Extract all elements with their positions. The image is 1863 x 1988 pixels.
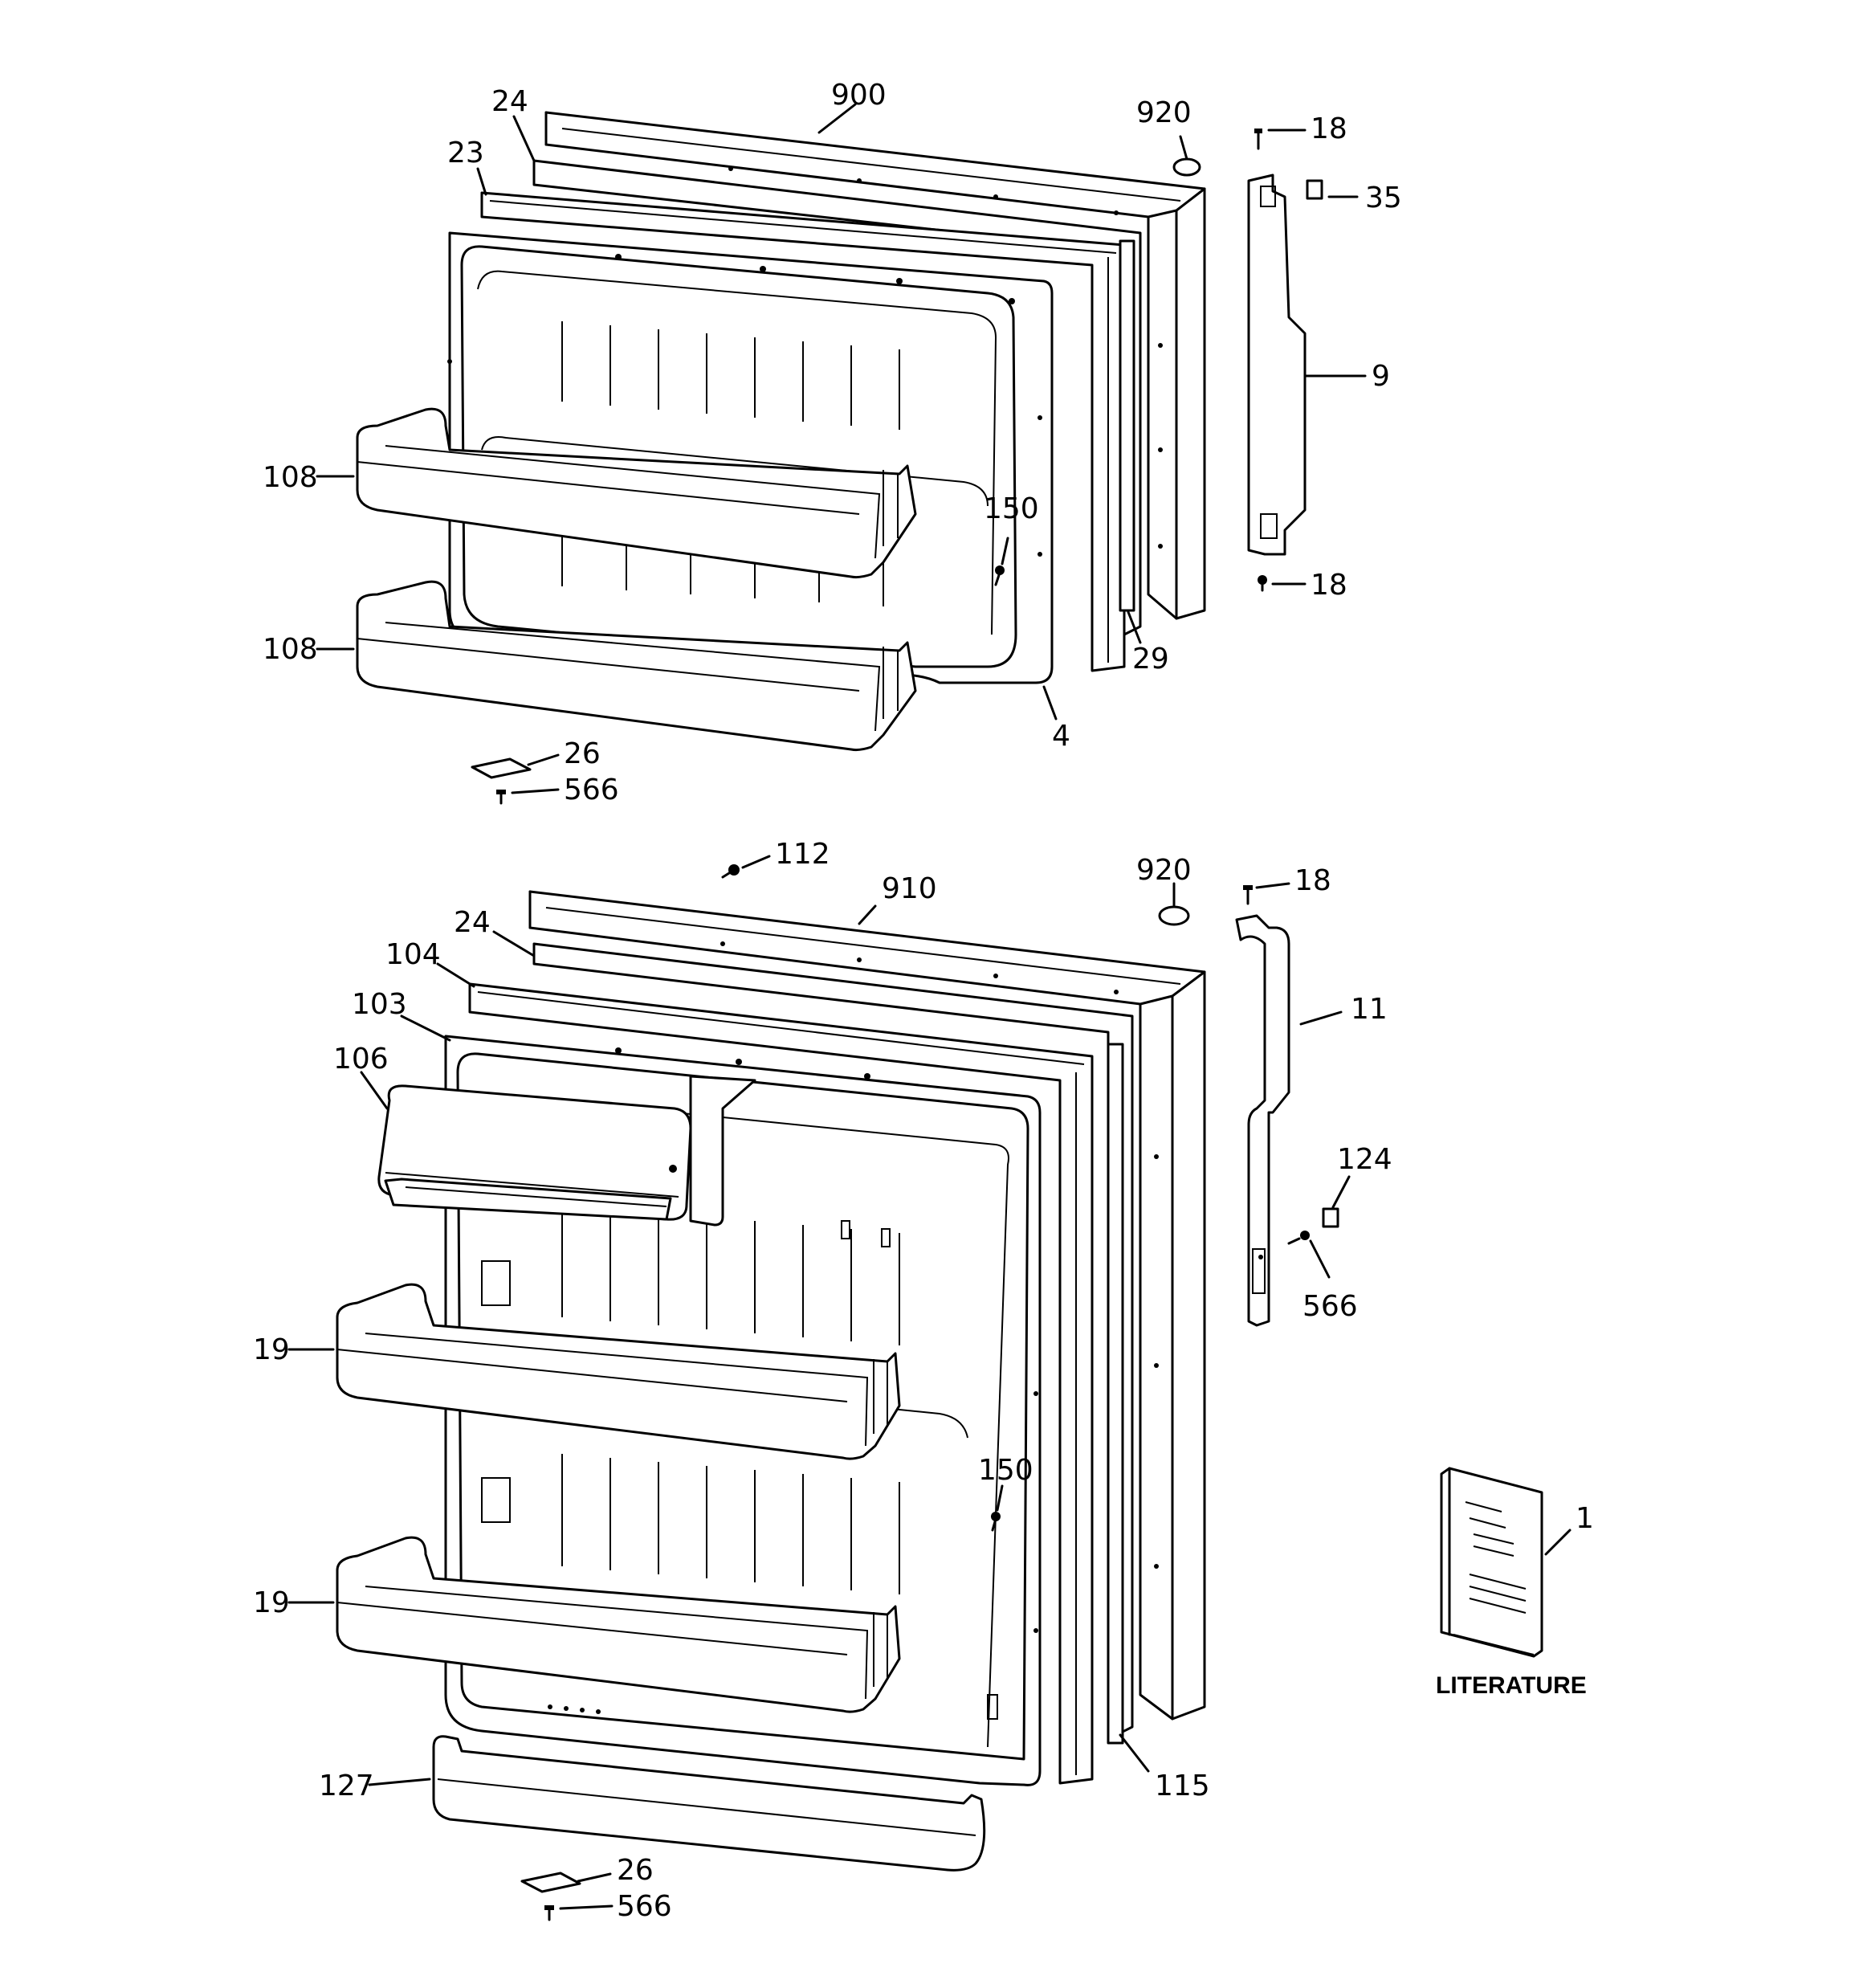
callout-108: 108 (263, 461, 318, 494)
door-shelf-bin-19-upper (336, 1283, 901, 1460)
handle-hinge-9 (1247, 173, 1307, 556)
callout-1: 1 (1576, 1502, 1594, 1535)
bottom-trim-127 (432, 1735, 986, 1872)
screw-566 (1287, 1231, 1310, 1245)
outer-door-panel-900 (544, 111, 1206, 620)
callout-11: 11 (1351, 993, 1388, 1026)
callout-19: 19 (253, 1586, 290, 1619)
callout-108: 108 (263, 633, 318, 666)
hinge-bracket-26 (471, 757, 532, 779)
callout-18: 18 (1311, 569, 1347, 602)
callout-900: 900 (831, 79, 887, 112)
door-liner-frame-104 (468, 982, 1094, 1785)
callout-23: 23 (447, 137, 484, 169)
screw-150 (991, 1512, 1001, 1532)
hinge-bracket-26 (520, 1872, 581, 1893)
callout-920: 920 (1136, 854, 1192, 887)
callout-115: 115 (1155, 1770, 1210, 1802)
fresh-food-door-assembly: 112 910 920 18 24 104 103 11 106 124 566… (253, 838, 1392, 1923)
callout-19: 19 (253, 1333, 290, 1366)
clip-35 (1306, 179, 1323, 200)
literature-booklet: 1 LITERATURE (1436, 1467, 1594, 1699)
callout-26: 26 (617, 1854, 654, 1887)
screw-112 (721, 864, 740, 879)
dairy-door-106 (377, 1084, 692, 1221)
door-shelf-bin-108-upper (356, 407, 917, 579)
callout-127: 127 (319, 1770, 374, 1802)
screw-18-bottom (1258, 575, 1267, 592)
callout-920: 920 (1136, 96, 1192, 129)
callout-9: 9 (1372, 360, 1390, 393)
callout-150: 150 (978, 1454, 1033, 1487)
callout-26: 26 (564, 737, 601, 770)
liner-center-recess (689, 1075, 756, 1227)
callout-106: 106 (333, 1043, 389, 1076)
callout-112: 112 (775, 838, 830, 871)
clip-124 (1322, 1207, 1339, 1228)
callout-104: 104 (385, 938, 441, 971)
outer-door-panel-910 (528, 890, 1206, 1721)
screw-18 (1243, 885, 1253, 905)
callout-566: 566 (1302, 1290, 1358, 1323)
callout-4: 4 (1052, 720, 1070, 753)
screw-566 (544, 1905, 554, 1921)
literature-label: LITERATURE (1436, 1672, 1587, 1699)
callout-24: 24 (491, 85, 528, 118)
callout-18: 18 (1294, 864, 1331, 897)
callout-103: 103 (352, 988, 407, 1021)
screw-150 (994, 565, 1005, 586)
door-shelf-bin-19-lower (336, 1536, 901, 1713)
screw-566 (496, 790, 506, 805)
callout-910: 910 (882, 872, 937, 905)
freezer-door-assembly: 24 23 900 920 18 35 9 108 150 18 108 29 … (263, 79, 1402, 806)
callout-124: 124 (1337, 1143, 1392, 1176)
callout-566: 566 (617, 1890, 672, 1923)
breaker-strip-115 (1107, 1043, 1124, 1745)
callout-24: 24 (454, 906, 491, 939)
door-shelf-bin-108-lower (356, 580, 917, 752)
handle-hinge-11 (1235, 914, 1290, 1327)
breaker-strip-29 (1119, 239, 1135, 612)
callout-18: 18 (1311, 112, 1347, 145)
screw-18-top (1254, 129, 1262, 150)
callout-29: 29 (1132, 643, 1169, 676)
callout-566: 566 (564, 774, 619, 806)
callout-35: 35 (1365, 182, 1402, 214)
plug-920 (1158, 905, 1190, 926)
plug-920 (1172, 157, 1201, 177)
callout-150: 150 (984, 492, 1039, 525)
